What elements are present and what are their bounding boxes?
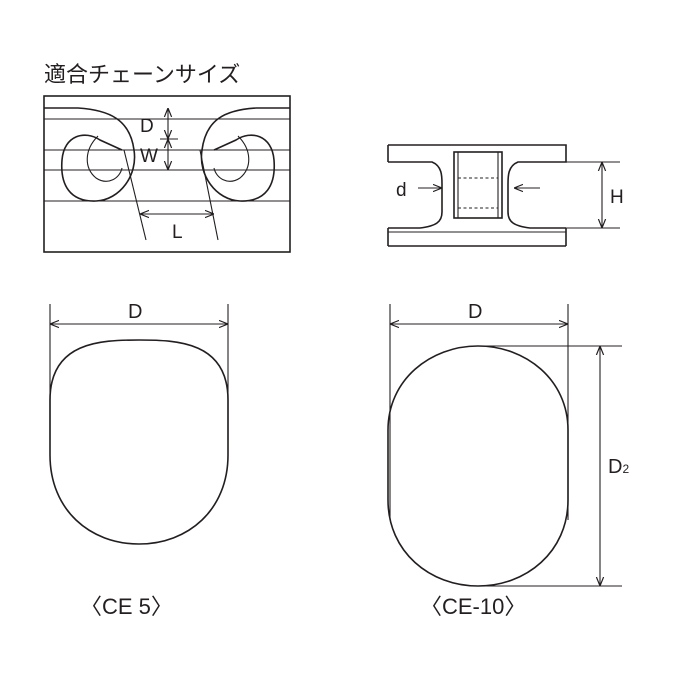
l-extension-left <box>123 149 147 241</box>
ce10-outline <box>387 345 569 587</box>
ce5-d-label: D <box>128 301 142 323</box>
l-label: L <box>172 222 183 243</box>
d-label: D <box>140 116 154 137</box>
l-extension-right <box>199 149 219 241</box>
chain-diagram: L D W <box>43 95 291 253</box>
section-diagram: d H <box>387 144 624 247</box>
ce5-outline <box>49 339 229 545</box>
small-d-label: d <box>396 180 407 201</box>
d2-main: D <box>608 456 622 478</box>
ce10-diagram: D D2 〈CE-10〉 <box>387 301 629 619</box>
section-bore <box>453 151 503 219</box>
ce5-diagram: D 〈CE 5〉 <box>49 301 229 619</box>
w-label: W <box>140 146 158 167</box>
section-left-outline <box>388 161 443 229</box>
diagram-title: 適合チェーンサイズ <box>44 62 240 87</box>
chain-frame <box>43 95 291 253</box>
ce10-d2-label: D2 <box>608 456 629 478</box>
d2-subscript: 2 <box>622 462 629 476</box>
ce5-caption: 〈CE 5〉 <box>80 594 173 619</box>
chain-link-right-inner <box>213 135 250 182</box>
h-label: H <box>610 187 624 208</box>
chain-link-left-inner <box>86 135 123 182</box>
chain-link-right <box>200 107 290 202</box>
ce10-d-label: D <box>468 301 482 323</box>
chain-link-left <box>44 107 136 202</box>
ce10-caption: 〈CE-10〉 <box>420 594 526 619</box>
section-right-outline <box>388 144 567 229</box>
